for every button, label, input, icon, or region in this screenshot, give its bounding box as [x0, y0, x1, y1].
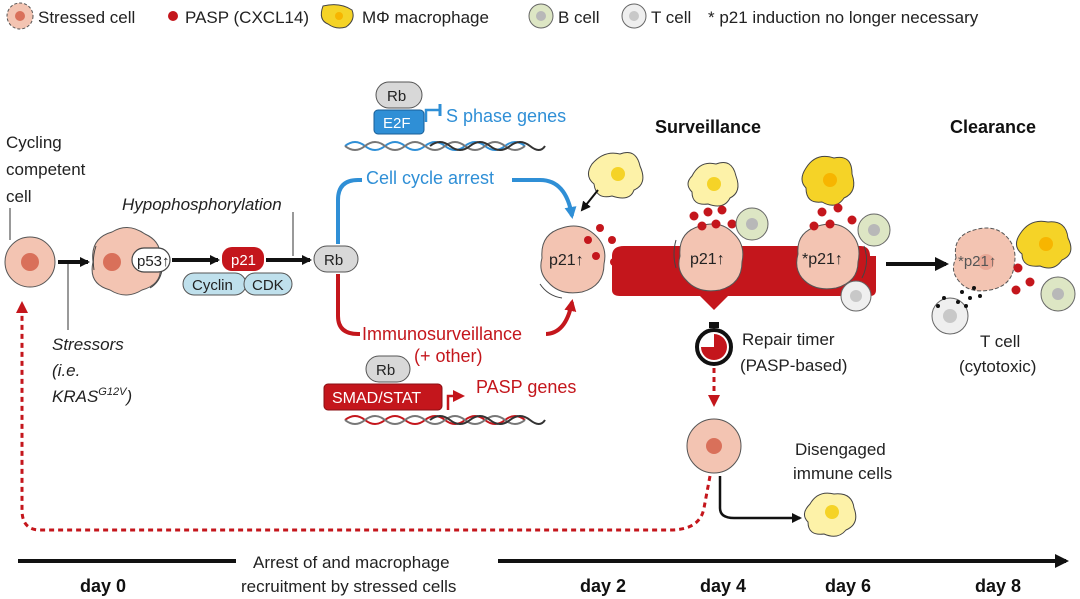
stressed-cell-day2 — [539, 224, 618, 299]
plus-other-label: (+ other) — [414, 346, 483, 366]
hypophosphorylation-label: Hypophosphorylation — [122, 195, 282, 214]
legend-pasp-icon — [168, 11, 178, 21]
legend-stressed-cell-label: Stressed cell — [38, 8, 135, 27]
rb-central-bubble — [313, 245, 359, 273]
p21-day6-label: *p21↑ — [802, 251, 843, 268]
stressors-label: Stressors — [52, 335, 124, 354]
disengage-arrow — [718, 476, 802, 523]
legend: Stressed cell PASP (CXCL14) MΦ macrophag… — [6, 2, 979, 30]
cycling-competent-cell — [4, 236, 56, 288]
surveillance-heading: Surveillance — [655, 117, 761, 137]
p21-badge — [222, 247, 264, 271]
t-cell-cytotoxic-label-1: T cell — [980, 332, 1020, 351]
legend-pasp-label: PASP (CXCL14) — [185, 8, 309, 27]
cell-cycle-arrest-label: Cell cycle arrest — [366, 168, 494, 188]
b-cell-day8 — [1040, 276, 1076, 312]
t-cell-day6 — [840, 280, 872, 312]
p53-bubble — [131, 247, 171, 273]
macrophage-recruit-arrow — [580, 189, 599, 212]
timeline-caption-2: recruitment by stressed cells — [241, 577, 456, 596]
p21-badge-label: p21 — [231, 252, 256, 269]
t-cell-cytotoxic-label-2: (cytotoxic) — [959, 357, 1036, 376]
legend-note: * p21 induction no longer necessary — [708, 8, 979, 27]
rb-central-label: Rb — [324, 252, 343, 269]
s-phase-inhibit — [424, 108, 440, 122]
macrophage-day6 — [801, 155, 855, 206]
timeline-caption-1: Arrest of and macrophage — [253, 553, 450, 572]
t-cell-day8 — [931, 286, 982, 335]
legend-b-cell-icon — [528, 3, 554, 29]
legend-b-cell-label: B cell — [558, 8, 600, 27]
pasp-dots-day6 — [809, 203, 857, 231]
cyclin-label: Cyclin — [192, 277, 233, 294]
p21-day8-label: *p21↑ — [958, 253, 996, 270]
macrophage-disengaged — [804, 492, 857, 537]
day-6-label: day 6 — [825, 576, 871, 596]
cdk-label: CDK — [252, 277, 284, 294]
pasp-genes-label: PASP genes — [476, 377, 576, 397]
pasp-dots-day4 — [689, 205, 737, 231]
day-4-label: day 4 — [700, 576, 746, 596]
legend-stressed-cell-icon — [6, 2, 34, 30]
immunosurveillance-label: Immunosurveillance — [362, 324, 522, 344]
smad-stat-complex: Rb SMAD/STAT — [323, 355, 443, 411]
pasp-dots-day8 — [1011, 263, 1035, 295]
immunosurveillance-arrow — [336, 274, 577, 336]
legend-t-cell-label: T cell — [651, 8, 691, 27]
s-phase-genes-label: S phase genes — [446, 106, 566, 126]
stressors-kras: KRASG12V) — [52, 386, 132, 406]
cdk-bubble — [243, 272, 293, 296]
return-cycle-arrow — [16, 301, 712, 532]
smad-stat-label: SMAD/STAT — [332, 390, 421, 407]
e2f-complex: Rb E2F — [373, 81, 425, 135]
macrophage-day4 — [687, 162, 739, 207]
macrophage-day8 — [1016, 220, 1072, 269]
pasp-genes-arrow — [446, 390, 465, 410]
cycling-cell-label-2: competent — [6, 160, 86, 179]
rb-bottom-label: Rb — [376, 362, 395, 379]
stressed-cell-day8 — [952, 227, 1016, 292]
b-cell-day6 — [857, 213, 891, 247]
b-cell-day4 — [735, 207, 769, 241]
macrophage-day2 — [588, 152, 644, 199]
repair-timer-label-1: Repair timer — [742, 330, 835, 349]
legend-macrophage-label: MΦ macrophage — [362, 8, 489, 27]
dna-helix-top — [344, 141, 546, 151]
e2f-label: E2F — [383, 115, 411, 132]
day-8-label: day 8 — [975, 576, 1021, 596]
rb-top-label: Rb — [387, 88, 406, 105]
stressed-cell-p53 — [91, 227, 163, 296]
stressors-ie: (i.e. — [52, 361, 80, 380]
day-2-label: day 2 — [580, 576, 626, 596]
clearance-heading: Clearance — [950, 117, 1036, 137]
stopwatch-icon — [695, 322, 733, 366]
p21-day2-label: p21↑ — [549, 252, 584, 269]
cell-cycle-arrest-arrow — [336, 178, 577, 244]
cycling-cell-label-1: Cycling — [6, 133, 62, 152]
day-0-label: day 0 — [80, 576, 126, 596]
legend-macrophage-icon — [320, 4, 354, 29]
disengaged-label-1: Disengaged — [795, 440, 886, 459]
p21-day4-label: p21↑ — [690, 251, 725, 268]
p53-label: p53↑ — [137, 253, 170, 270]
recovered-cell — [686, 418, 742, 474]
dna-helix-bottom — [344, 415, 546, 425]
disengaged-label-2: immune cells — [793, 464, 892, 483]
legend-t-cell-icon — [621, 3, 647, 29]
repair-timer-label-2: (PASP-based) — [740, 356, 847, 375]
cycling-cell-label-3: cell — [6, 187, 32, 206]
